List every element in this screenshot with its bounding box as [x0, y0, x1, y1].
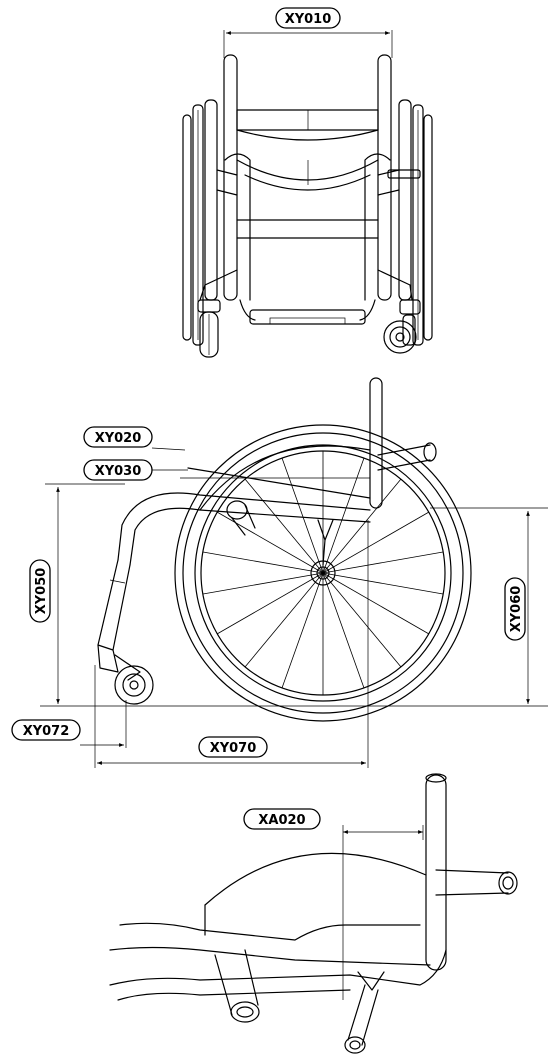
dimension-xy070: XY070 — [97, 520, 369, 768]
rear-wheel — [174, 424, 472, 722]
dimension-xy060: XY060 — [430, 507, 548, 704]
dimension-xy020: XY020 — [83, 426, 186, 451]
label-xy050: XY050 — [34, 568, 49, 615]
label-xy060: XY060 — [509, 586, 524, 633]
label-xy030: XY030 — [95, 464, 142, 479]
detail-view: XA020 — [109, 773, 518, 1054]
dimension-xa020: XA020 — [243, 808, 424, 1000]
label-xy070: XY070 — [210, 741, 257, 756]
side-view: XY020 XY030 XY050 XY060 XY072 — [11, 377, 548, 768]
dimension-xy030: XY030 — [83, 459, 188, 481]
front-view: XY010 — [182, 7, 433, 358]
dimension-xy072: XY072 — [11, 665, 127, 768]
label-xy072: XY072 — [23, 724, 70, 739]
label-xy020: XY020 — [95, 431, 142, 446]
label-xa020: XA020 — [258, 813, 305, 828]
dimension-xy010: XY010 — [223, 7, 393, 58]
dimension-xy050: XY050 — [29, 483, 125, 704]
label-xy010: XY010 — [285, 12, 332, 27]
